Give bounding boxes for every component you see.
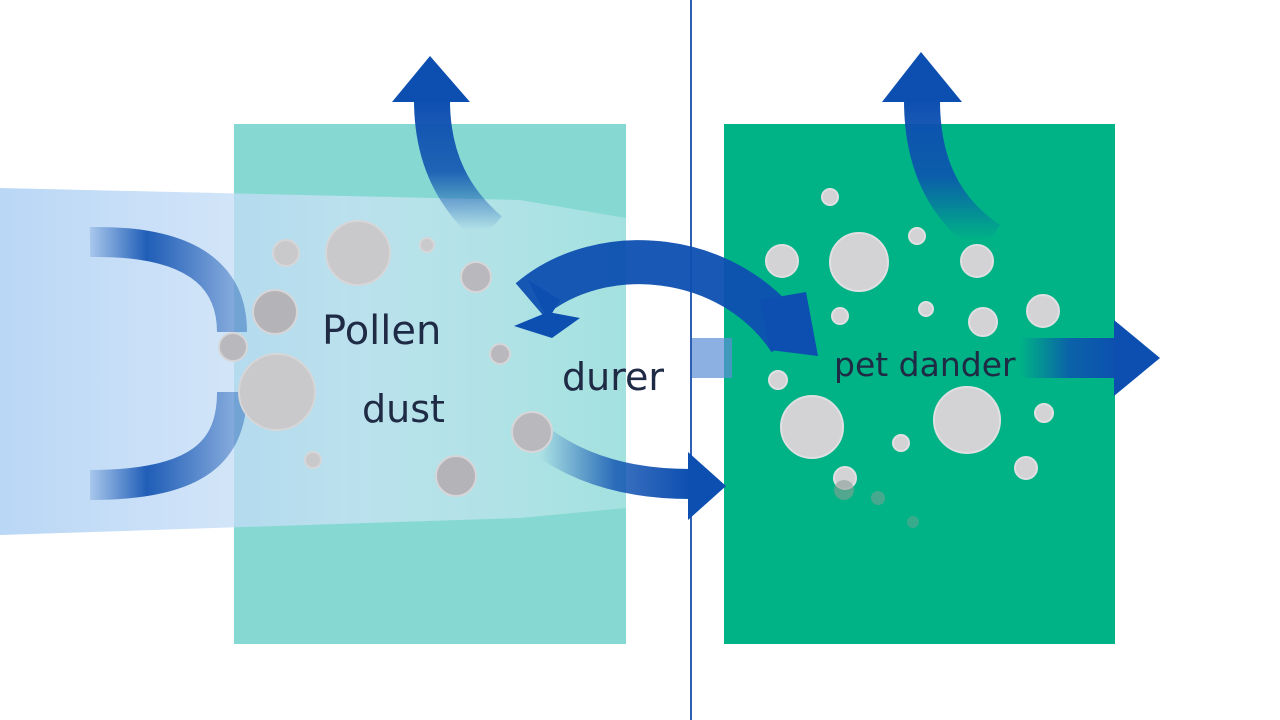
right-filter-panel [724, 124, 1115, 644]
particle [1026, 294, 1060, 328]
particle [821, 188, 839, 206]
particles-right [765, 188, 1060, 528]
particle [489, 343, 511, 365]
label-pet-dander: pet dander [834, 345, 1016, 384]
particle [907, 516, 919, 528]
particle [511, 411, 553, 453]
right-arrow-icon [1020, 320, 1160, 396]
particle [218, 332, 248, 362]
particle [765, 244, 799, 278]
particle [1034, 403, 1054, 423]
particle [780, 395, 844, 459]
particle [460, 261, 492, 293]
particle [933, 386, 1001, 454]
particle [272, 239, 300, 267]
particle [238, 353, 316, 431]
right-arrow-icon [531, 427, 726, 520]
label-dust: dust [362, 387, 445, 431]
particles-left [218, 220, 553, 497]
up-arrow-icon [392, 56, 502, 244]
particle [768, 370, 788, 390]
particle [252, 289, 298, 335]
middle-flow-band [692, 338, 732, 378]
particle [871, 491, 885, 505]
particle [968, 307, 998, 337]
particle [304, 451, 322, 469]
label-middle: durer [562, 355, 664, 399]
particle [831, 307, 849, 325]
up-arrow-icon [882, 52, 1001, 255]
label-pollen: Pollen [322, 308, 441, 354]
particle [960, 244, 994, 278]
particle [1014, 456, 1038, 480]
incoming-airflow-arrows [89, 226, 247, 500]
particle [908, 227, 926, 245]
particle [834, 480, 854, 500]
particle [829, 232, 889, 292]
particle [918, 301, 934, 317]
particle [325, 220, 391, 286]
particle [419, 237, 435, 253]
curved-arrow-icon [514, 240, 818, 356]
particle [435, 455, 477, 497]
particle [892, 434, 910, 452]
